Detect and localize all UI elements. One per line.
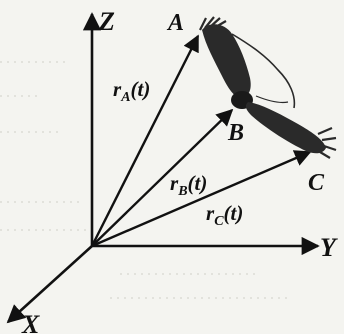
point-a-label: A <box>166 10 184 36</box>
x-axis-label: X <box>21 310 40 334</box>
vector-ra-base: r <box>113 77 122 101</box>
x-axis <box>6 245 93 324</box>
vector-ra-label: rA(t) <box>113 77 150 105</box>
vector-rc <box>91 150 312 248</box>
vector-ra <box>90 34 200 247</box>
point-c-label: C <box>308 170 325 196</box>
point-b-label: B <box>227 120 244 146</box>
vector-rb-base: r <box>170 171 179 195</box>
vector-rc-label: rC(t) <box>206 201 243 229</box>
vector-rb-sub: B <box>177 184 187 199</box>
vector-ra-sub: A <box>120 90 130 105</box>
vector-rb-label: rB(t) <box>170 171 207 199</box>
hawk-silhouette-icon <box>199 16 337 159</box>
vector-rc-sub: C <box>214 214 224 229</box>
background-texture <box>0 61 290 299</box>
vector-rc-arg: (t) <box>224 201 244 225</box>
vector-rb-arg: (t) <box>188 171 208 195</box>
z-axis-label: Z <box>98 7 115 36</box>
vector-rc-base: r <box>206 201 215 225</box>
vector-ra-arg: (t) <box>131 77 151 101</box>
vector-rb <box>91 108 234 247</box>
y-axis-label: Y <box>320 233 338 262</box>
